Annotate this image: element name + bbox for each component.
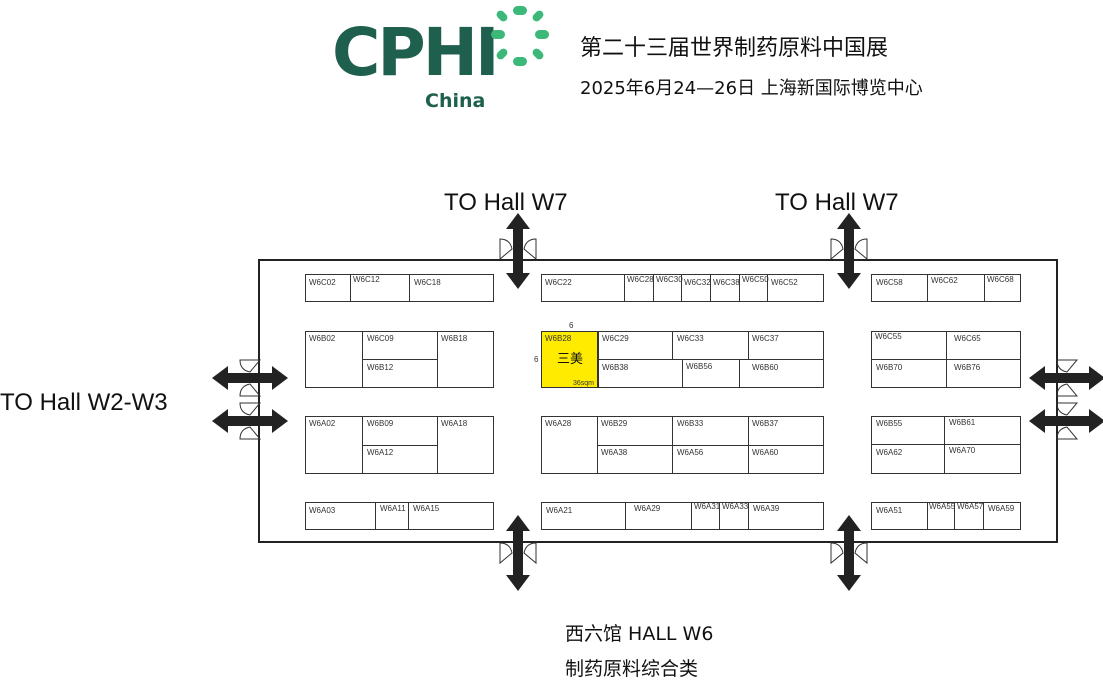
door-right-upper-icon [1029,359,1103,397]
booth-W6B70[interactable]: W6B70 [876,363,903,372]
booth-W6C32[interactable]: W6C32 [684,278,711,287]
booth-W6A62[interactable]: W6A62 [876,448,903,457]
booth-W6A60[interactable]: W6A60 [752,448,779,457]
door-left-lower-icon [212,402,288,440]
event-date-venue: 2025年6月24—26日 上海新国际博览中心 [580,78,923,99]
door-right-lower-icon [1029,402,1103,440]
booth-W6C58[interactable]: W6C58 [876,278,903,287]
highlight-dim-height: 6 [534,355,539,364]
booth-W6A11[interactable]: W6A11 [380,504,406,513]
booth-W6A12[interactable]: W6A12 [367,448,394,457]
booth-W6B28[interactable]: W6B28 [545,334,572,343]
booth-W6B33[interactable]: W6B33 [677,419,704,428]
booth-W6C62[interactable]: W6C62 [931,276,958,285]
booth-W6C55[interactable]: W6C55 [875,332,902,341]
booth-W6B76[interactable]: W6B76 [954,363,981,372]
booth-block-c-center [541,274,824,302]
booth-W6A70[interactable]: W6A70 [949,446,976,455]
direction-top-left: TO Hall W7 [444,189,568,216]
direction-top-right: TO Hall W7 [775,189,899,216]
booth-W6B29[interactable]: W6B29 [601,419,628,428]
booth-W6C38[interactable]: W6C38 [713,278,740,287]
booth-W6A55[interactable]: W6A55 [929,502,956,511]
highlight-company-name: 三美 [557,352,584,367]
door-bottom-right-icon [830,515,868,591]
logo-subtitle: China [425,90,486,112]
booth-W6B02[interactable]: W6B02 [309,334,336,343]
booth-W6C12[interactable]: W6C12 [353,275,380,284]
booth-W6C30[interactable]: W6C30 [656,275,683,284]
booth-W6A31[interactable]: W6A31 [694,502,721,511]
booth-W6C28[interactable]: W6C28 [627,275,654,284]
booth-W6B60[interactable]: W6B60 [752,363,779,372]
booth-W6B55[interactable]: W6B55 [876,419,903,428]
highlight-area: 36sqm [573,380,595,387]
booth-W6B56[interactable]: W6B56 [686,362,713,371]
booth-W6B37[interactable]: W6B37 [752,419,779,428]
hall-name: 西六馆 HALL W6 [565,623,714,645]
booth-W6A38[interactable]: W6A38 [601,448,628,457]
booth-block-a-bottom-center [541,502,824,530]
door-top-right-icon [830,213,868,289]
booth-W6C29[interactable]: W6C29 [602,334,629,343]
booth-W6A33[interactable]: W6A33 [722,502,749,511]
booth-W6A56[interactable]: W6A56 [677,448,704,457]
booth-block-a-bottom-right [871,502,1021,530]
booth-W6C22[interactable]: W6C22 [545,278,572,287]
logo-wordmark: CPHI [332,14,500,91]
booth-W6A02[interactable]: W6A02 [309,419,336,428]
door-top-left-icon [499,213,537,289]
highlight-booth-sanmei[interactable] [541,331,598,388]
booth-W6B38[interactable]: W6B38 [602,363,629,372]
booth-W6C18[interactable]: W6C18 [414,278,441,287]
event-title: 第二十三届世界制药原料中国展 [580,36,889,61]
booth-W6C68[interactable]: W6C68 [987,275,1014,284]
booth-block-a-right [871,416,1021,474]
direction-left: TO Hall W2-W3 [0,389,168,416]
booth-W6C02[interactable]: W6C02 [309,278,336,287]
booth-W6C33[interactable]: W6C33 [677,334,704,343]
booth-W6B09[interactable]: W6B09 [367,419,394,428]
booth-W6A15[interactable]: W6A15 [413,504,440,513]
booth-W6C09[interactable]: W6C09 [367,334,394,343]
booth-W6A39[interactable]: W6A39 [753,504,780,513]
booth-W6A21[interactable]: W6A21 [546,506,573,515]
hall-category: 制药原料综合类 [565,658,699,680]
booth-W6C52[interactable]: W6C52 [771,278,798,287]
booth-W6A03[interactable]: W6A03 [309,506,336,515]
booth-block-c-left [305,274,494,302]
hall-outline [258,259,1058,543]
booth-W6A29[interactable]: W6A29 [634,504,661,513]
booth-W6A59[interactable]: W6A59 [988,504,1015,513]
booth-block-c-right [871,274,1021,302]
booth-W6B12[interactable]: W6B12 [367,363,394,372]
door-left-upper-icon [212,359,288,397]
booth-W6A28[interactable]: W6A28 [545,419,572,428]
booth-W6C37[interactable]: W6C37 [752,334,779,343]
booth-W6C65[interactable]: W6C65 [954,334,981,343]
booth-W6C50[interactable]: W6C50 [742,275,769,284]
booth-W6B61[interactable]: W6B61 [949,418,976,427]
booth-W6B18[interactable]: W6B18 [441,334,468,343]
booth-W6A51[interactable]: W6A51 [876,506,903,515]
highlight-dim-width: 6 [569,321,574,330]
booth-block-a-bottom-left [305,502,494,530]
logo-plus-dots-icon [491,6,549,66]
booth-W6A18[interactable]: W6A18 [441,419,468,428]
booth-W6A57[interactable]: W6A57 [957,502,984,511]
door-bottom-left-icon [499,515,537,591]
